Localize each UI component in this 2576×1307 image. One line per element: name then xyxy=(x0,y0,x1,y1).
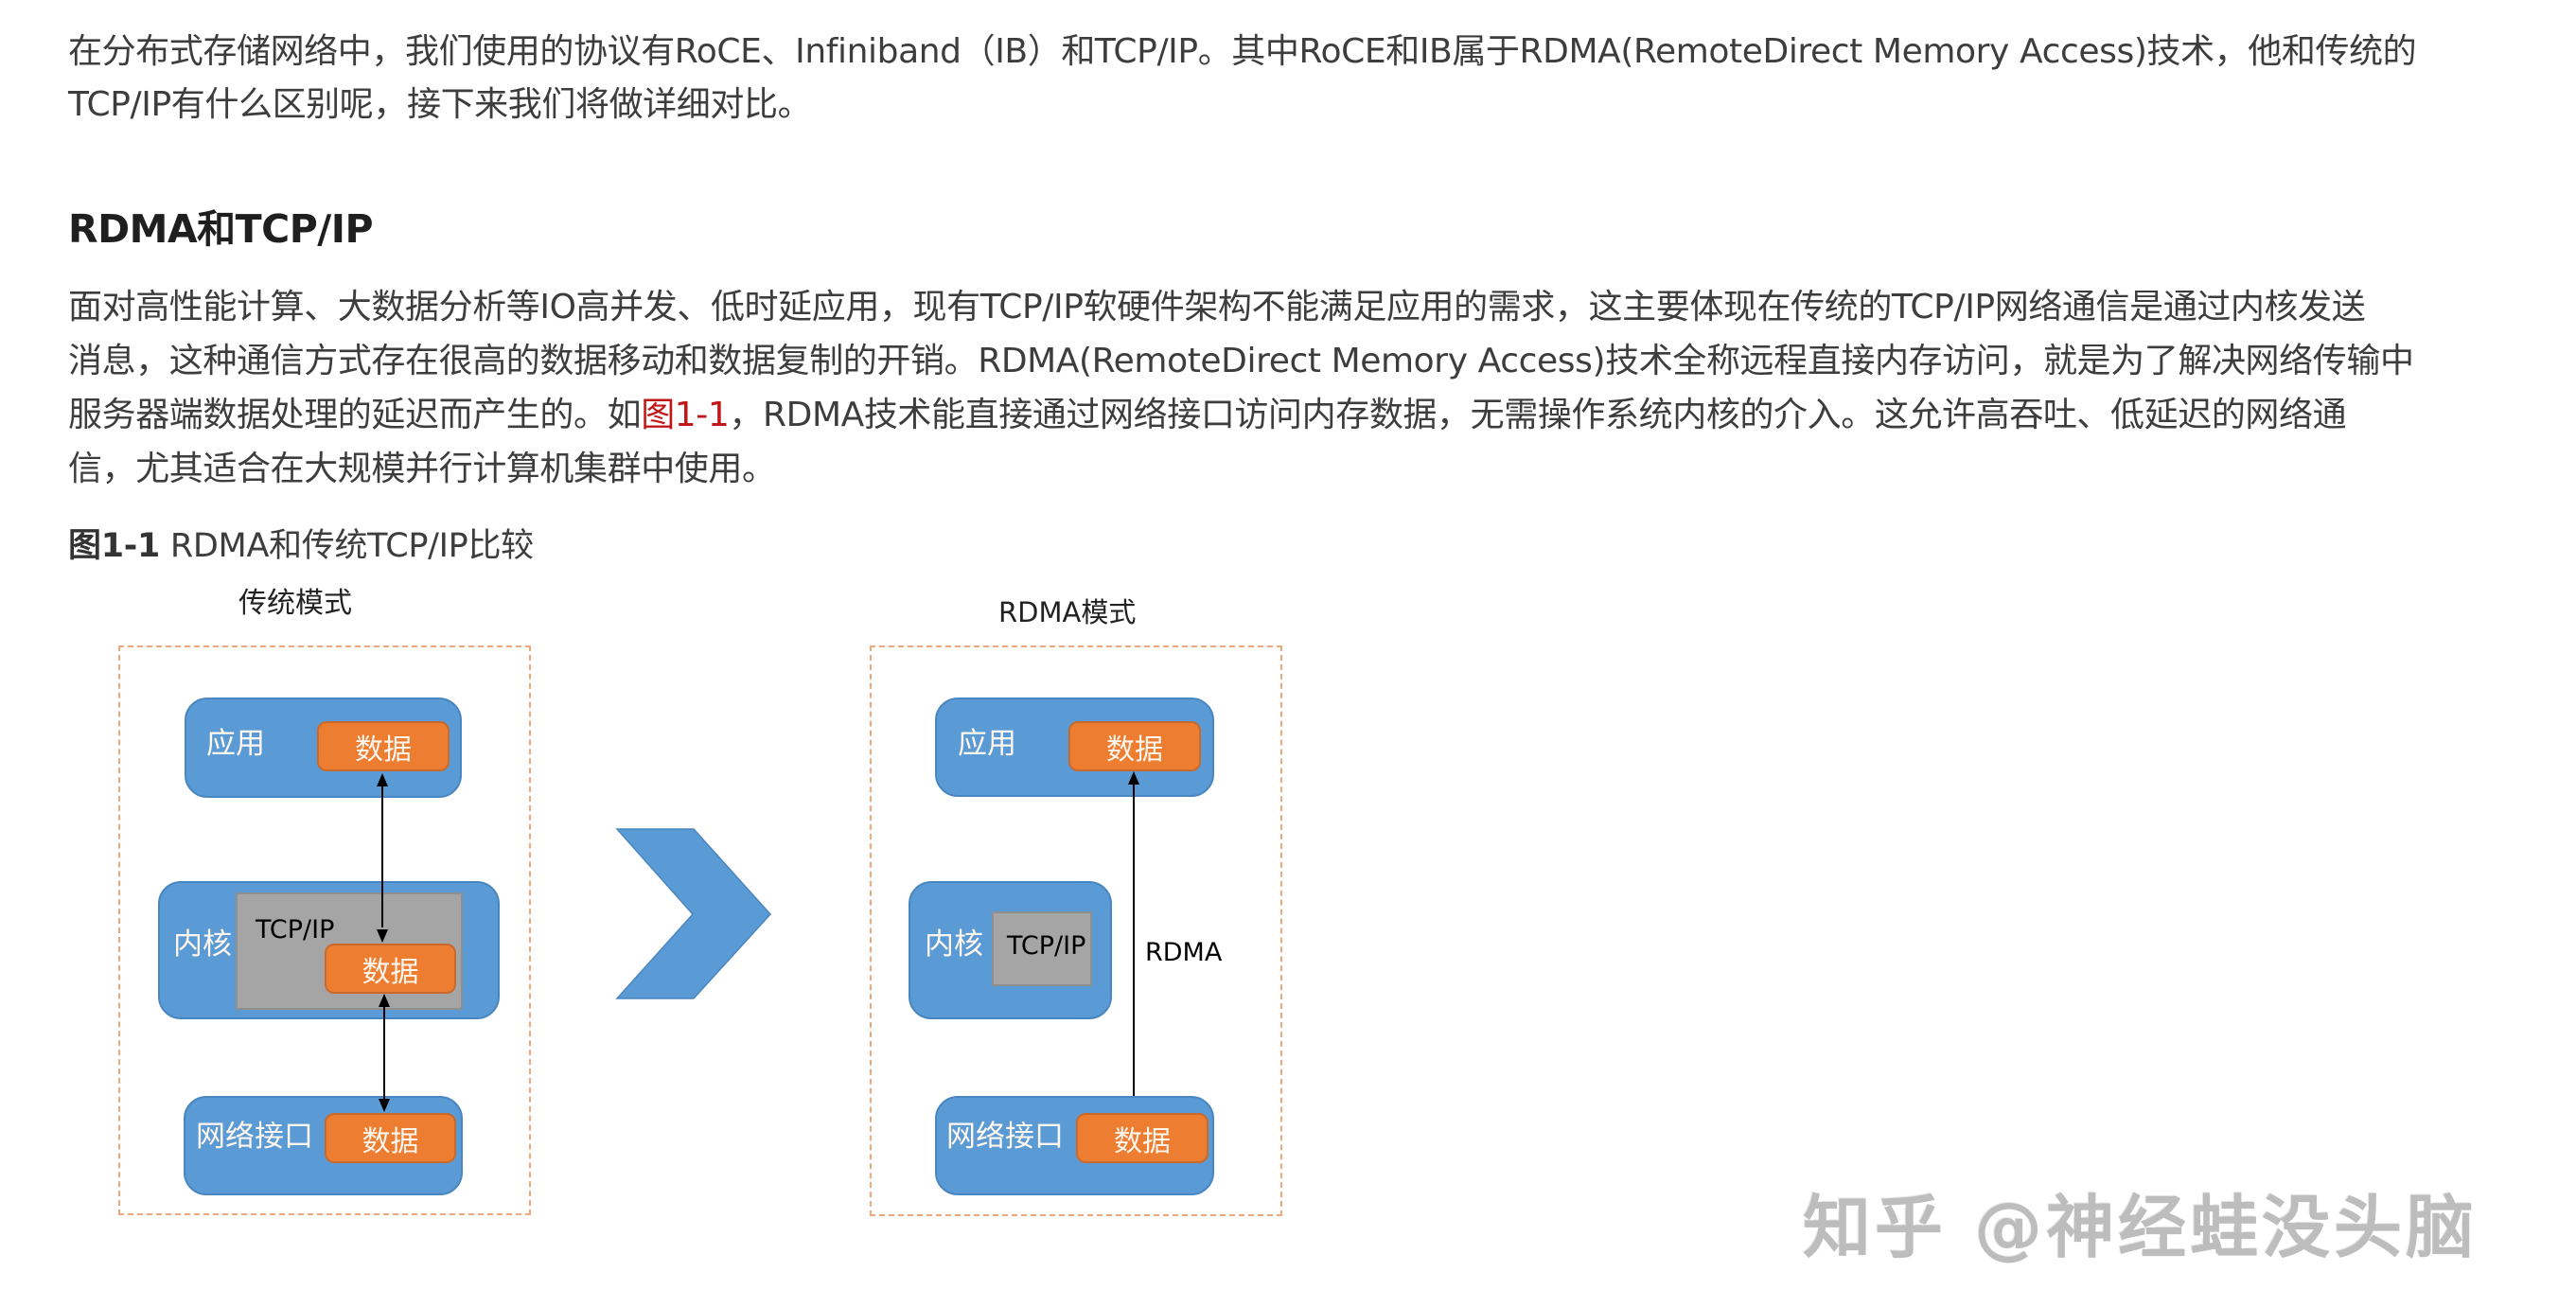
traditional-nic-label: 网络接口 xyxy=(196,1120,313,1154)
arrowhead-down-icon xyxy=(379,1099,390,1112)
body-line-3: 服务器端数据处理的延迟而产生的。如图1-1，RDMA技术能直接通过网络接口访问内… xyxy=(68,388,2414,442)
rdma-nic-label: 网络接口 xyxy=(946,1120,1064,1154)
intro-paragraph: 在分布式存储网络中，我们使用的协议有RoCE、Infiniband（IB）和TC… xyxy=(68,26,2417,132)
figure-caption: 图1-1 RDMA和传统TCP/IP比较 xyxy=(68,519,534,567)
body-line-3-end: ，RDMA技术能直接通过网络接口访问内存数据，无需操作系统内核的介入。这允许高吞… xyxy=(729,396,2347,434)
section-heading: RDMA和TCP/IP xyxy=(68,206,374,252)
body-line-3-start: 服务器端数据处理的延迟而产生的。如 xyxy=(68,396,642,434)
body-line-2: 消息，这种通信方式存在很高的数据移动和数据复制的开销。RDMA(RemoteDi… xyxy=(68,342,2414,380)
rdma-frame xyxy=(870,645,1282,1216)
figure-caption-label: 图1-1 xyxy=(68,527,161,565)
rdma-path-label: RDMA xyxy=(1145,938,1223,967)
body-line-4: 信，尤其适合在大规模并行计算机集群中使用。 xyxy=(68,450,776,488)
rdma-app-label: 应用 xyxy=(958,727,1016,761)
traditional-nic-data: 数据 xyxy=(325,1113,456,1163)
arrowhead-up-icon xyxy=(379,994,390,1007)
traditional-app-label: 应用 xyxy=(206,727,265,761)
chevron-right-icon xyxy=(615,828,772,999)
rdma-app-data: 数据 xyxy=(1068,721,1201,771)
intro-line-1: 在分布式存储网络中，我们使用的协议有RoCE、Infiniband（IB）和TC… xyxy=(68,32,2417,71)
traditional-app-data: 数据 xyxy=(317,721,450,771)
zhihu-watermark: 知乎 @神经蛙没头脑 xyxy=(1803,1188,2479,1267)
traditional-kernel-label: 内核 xyxy=(173,927,232,962)
traditional-mode-title: 传统模式 xyxy=(238,587,352,620)
body-paragraph: 面对高性能计算、大数据分析等IO高并发、低时延应用，现有TCP/IP软硬件架构不… xyxy=(68,280,2414,496)
rdma-nic-data: 数据 xyxy=(1076,1113,1209,1163)
traditional-kernel-data: 数据 xyxy=(325,944,456,994)
figure-caption-text: RDMA和传统TCP/IP比较 xyxy=(160,527,534,565)
traditional-frame xyxy=(118,645,531,1215)
rdma-path-line xyxy=(1133,784,1135,1100)
rdma-tcpip-label: TCP/IP xyxy=(1007,931,1086,961)
body-line-1: 面对高性能计算、大数据分析等IO高并发、低时延应用，现有TCP/IP软硬件架构不… xyxy=(68,288,2366,327)
kernel-nic-arrow-line xyxy=(383,1005,385,1100)
rdma-kernel-label: 内核 xyxy=(925,927,983,962)
rdma-mode-title: RDMA模式 xyxy=(998,596,1137,628)
app-kernel-arrow-line xyxy=(381,786,383,927)
figure-reference-link[interactable]: 图1-1 xyxy=(641,396,730,434)
rdma-tcpip-stack xyxy=(992,911,1092,986)
arrowhead-up-icon xyxy=(377,773,388,786)
intro-line-2: TCP/IP有什么区别呢，接下来我们将做详细对比。 xyxy=(68,85,812,124)
arrowhead-down-icon xyxy=(377,929,388,943)
arrowhead-up-icon xyxy=(1128,771,1139,785)
traditional-tcpip-label: TCP/IP xyxy=(256,915,335,945)
